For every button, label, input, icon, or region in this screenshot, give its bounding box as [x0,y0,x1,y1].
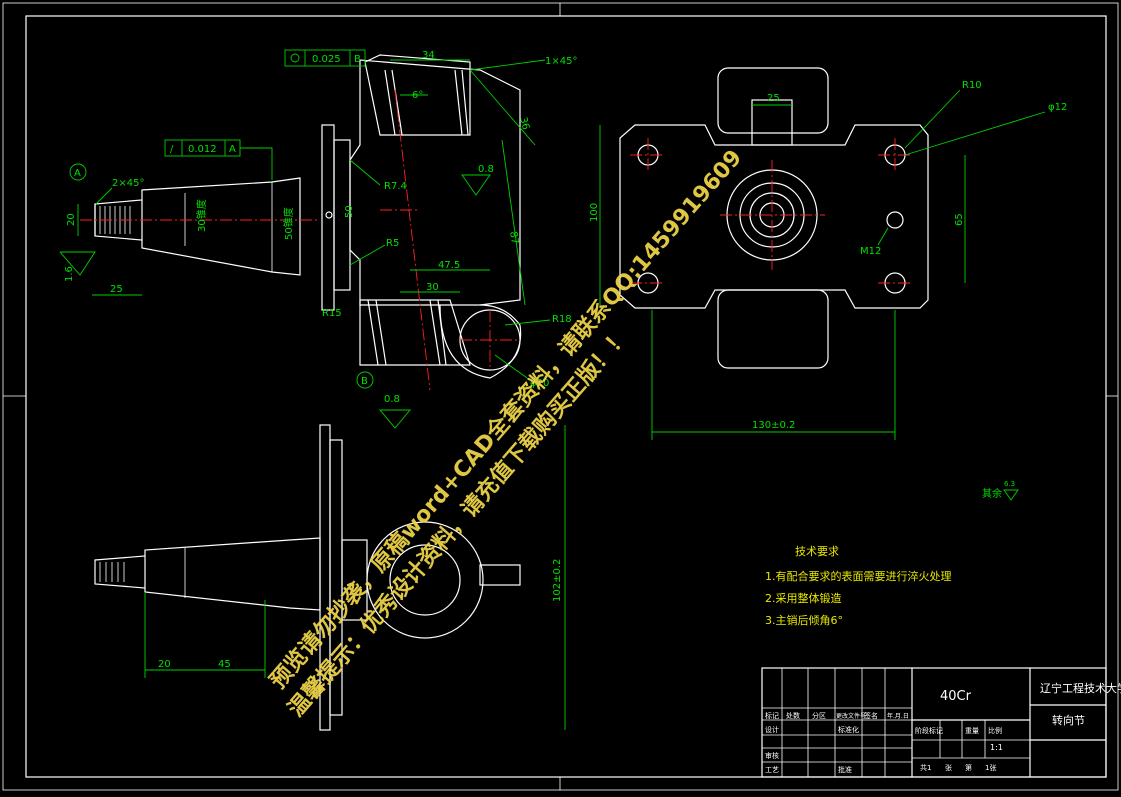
dim-20b: 20 [158,659,171,670]
dim-phi12: φ12 [1048,102,1067,113]
material: 40Cr [940,689,972,704]
dim-30: 30 [426,282,439,293]
roughness-rest: 其余 [982,487,1002,500]
dim-25: 25 [110,284,123,295]
tb-header-3: 更改文件号 [836,712,866,720]
tb-sheet-cur: 1张 [985,763,996,772]
dim-65: 65 [954,213,965,226]
roughness-0-8b: 0.8 [384,394,400,405]
tb-stage: 阶段标记 [915,726,943,735]
dim-102: 102±0.2 [552,559,563,602]
dim-r15: R15 [322,308,342,319]
tb-sheet-no: 第 [965,763,972,772]
roughness-0-8a: 0.8 [478,164,494,175]
tb-sheet-unit: 张 [945,763,952,772]
tb-header-0: 标记 [765,711,779,720]
top-plan-view [619,67,929,369]
datum-a: A [74,168,81,179]
note-1: 1.有配合要求的表面需要进行淬火处理 [765,569,952,583]
dim-r18: R18 [552,314,572,325]
ftol2-value: 0.012 [188,144,217,155]
view1-dimensions: 34 1×45° 36 6° R7.4 50 87 R5 47.5 30 R18… [59,49,577,429]
technical-requirements: 技术要求 1.有配合要求的表面需要进行淬火处理 2.采用整体锻造 3.主销后倾角… [765,545,952,627]
ftol1-value: 0.025 [312,54,341,65]
ftol2-ref: A [229,144,236,155]
dim-50: 50 [344,205,355,218]
dim-45: 45 [218,659,231,670]
dim-phi20: φ20 [530,378,549,389]
dim-2x45: 2×45° [112,178,144,189]
dim-taper-30: 30锥度 [195,199,208,232]
tb-process: 工艺 [765,766,779,774]
part-name: 转向节 [1052,713,1085,727]
dim-20: 20 [66,213,77,226]
tb-review: 审核 [765,751,779,760]
dim-34: 34 [422,50,435,61]
tb-header-4: 签名 [864,711,878,720]
dim-r5: R5 [386,238,399,249]
watermark-line-1: 预览请勿抄袭，原稿word+CAD全套资料，请联系QQ:1459919609 [265,145,747,694]
view3-dimensions: 20 45 102±0.2 [144,425,566,730]
dim-87: 87 [507,231,520,245]
ftol2-symbol: / [170,144,174,155]
roughness-rest-value: 6.3 [1004,480,1015,488]
note-3: 3.主销后倾角6° [765,613,843,627]
tb-design: 设计 [765,725,779,734]
bottom-side-view [94,424,521,731]
dim-chamfer: 1×45° [545,56,577,67]
dim-m12: M12 [860,246,881,257]
title-block: 40Cr 辽宁工程技术大学 转向节 标记 处数 分区 更改文件号 签名 年.月.… [761,667,1121,778]
tb-header-5: 年.月.日 [887,712,909,720]
tb-standard: 标准化 [838,725,859,734]
tb-approve: 批准 [838,765,852,774]
view2-dimensions: 100 65 25 130±0.2 R10 φ12 M12 其余 6.3 [589,80,1067,501]
roughness-1-6: 1.6 [64,266,75,282]
dim-r10: R10 [962,80,982,91]
dim-100: 100 [589,203,600,222]
datum-b: B [361,376,368,387]
school-name: 辽宁工程技术大学 [1040,681,1121,695]
dim-taper-50: 50锥度 [282,207,295,240]
main-section-view [80,54,522,391]
dim-36: 36 [517,116,531,131]
dim-130: 130±0.2 [752,420,795,431]
dim-25b: 25 [767,93,780,104]
tb-scale: 1:1 [990,743,1003,752]
dim-r7-4: R7.4 [384,181,407,192]
notes-title: 技术要求 [795,545,839,558]
tb-header-2: 分区 [812,711,826,720]
tb-weight: 重量 [965,727,979,735]
dim-47-5: 47.5 [438,260,460,271]
tb-header-1: 处数 [786,711,800,720]
note-2: 2.采用整体锻造 [765,591,842,605]
tb-ratio: 比例 [988,726,1002,735]
ftol1-ref: B [354,54,361,65]
watermark-line-2: 温馨提示：优秀设计资料，请充值下载购买正版！！ [283,323,635,722]
tb-sheet-total: 共1 [920,763,931,772]
dim-6deg: 6° [412,90,423,101]
